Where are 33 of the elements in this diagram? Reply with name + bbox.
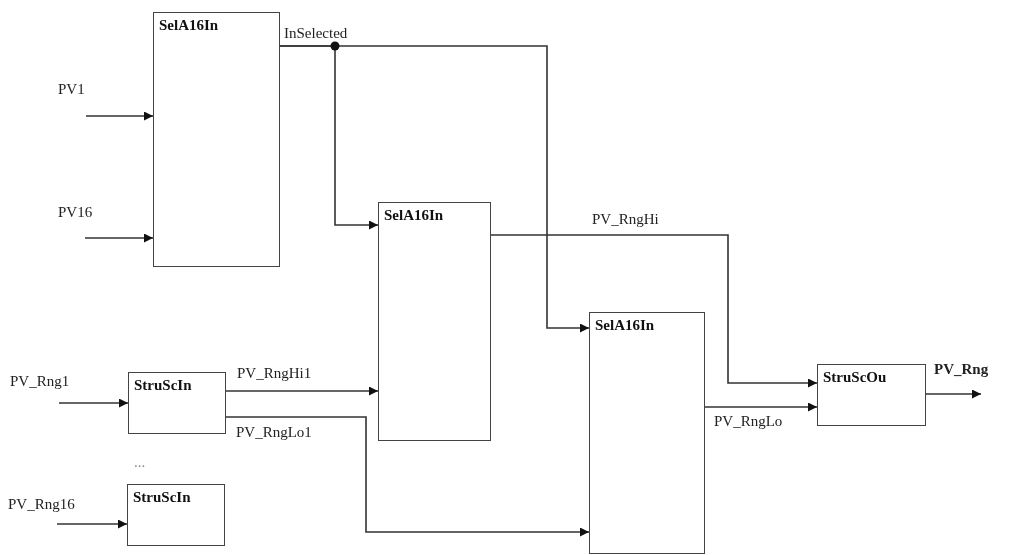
signal-label: PV_RngHi bbox=[592, 212, 659, 227]
function-block bbox=[127, 484, 225, 546]
signal-label: PV_Rng bbox=[934, 362, 989, 377]
block-title: SelA16In bbox=[159, 17, 219, 34]
signal-arrow bbox=[58, 398, 129, 408]
signal-arrow bbox=[490, 234, 818, 388]
signal-label: PV_Rng16 bbox=[8, 497, 75, 512]
function-block bbox=[153, 12, 280, 267]
ellipsis-note: ... bbox=[134, 455, 146, 470]
signal-arrow bbox=[85, 111, 154, 121]
function-block bbox=[817, 364, 926, 426]
signal-arrow bbox=[279, 45, 590, 333]
block-title: StruScOu bbox=[823, 369, 887, 386]
signal-arrow bbox=[225, 386, 379, 396]
signal-arrow bbox=[56, 519, 128, 529]
block-title: StruScIn bbox=[133, 489, 191, 506]
block-title: SelA16In bbox=[384, 207, 444, 224]
function-block bbox=[378, 202, 491, 441]
signal-label: PV_RngLo1 bbox=[236, 425, 312, 440]
function-block bbox=[128, 372, 226, 434]
signal-label: InSelected bbox=[284, 26, 348, 41]
signal-label: PV16 bbox=[58, 205, 93, 220]
signal-arrow bbox=[925, 389, 982, 399]
block-title: SelA16In bbox=[595, 317, 655, 334]
signal-label: PV_RngLo bbox=[714, 414, 783, 429]
signal-label: PV1 bbox=[58, 82, 85, 97]
signal-arrow bbox=[84, 233, 154, 243]
signal-label: PV_RngHi1 bbox=[237, 366, 312, 381]
function-block bbox=[589, 312, 705, 554]
signal-arrow bbox=[704, 402, 818, 412]
signal-arrow bbox=[225, 416, 590, 537]
block-title: StruScIn bbox=[134, 377, 192, 394]
signal-label: PV_Rng1 bbox=[10, 374, 70, 389]
